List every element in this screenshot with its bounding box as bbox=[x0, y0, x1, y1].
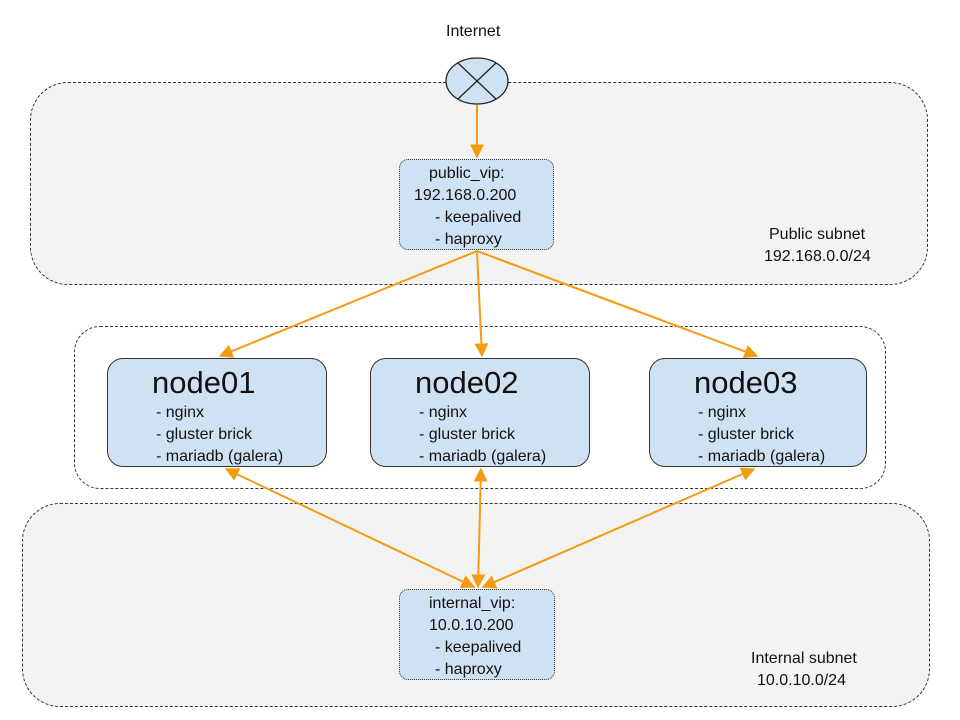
node-box: node03 - nginx - gluster brick - mariadb… bbox=[649, 358, 867, 467]
internal-subnet-cidr: 10.0.10.0/24 bbox=[757, 672, 846, 689]
node-service: - gluster brick bbox=[698, 426, 795, 443]
public-vip-title: public_vip: bbox=[429, 165, 505, 182]
public-vip-box: public_vip: 192.168.0.200 - keepalived -… bbox=[399, 159, 554, 250]
public-vip-ip: 192.168.0.200 bbox=[414, 187, 517, 204]
node-service: - mariadb (galera) bbox=[419, 448, 547, 465]
node01-internal-vip-arrow bbox=[224, 468, 476, 588]
node-title: node01 bbox=[152, 365, 256, 400]
internet-router-icon bbox=[445, 57, 509, 105]
node02-internal-vip-arrow bbox=[471, 467, 488, 589]
internal-vip-ip: 10.0.10.200 bbox=[429, 617, 514, 634]
internal-subnet-name: Internal subnet bbox=[751, 650, 857, 667]
internet-label: Internet bbox=[446, 23, 501, 40]
node-service: - mariadb (galera) bbox=[698, 448, 826, 465]
node03-internal-vip-arrow bbox=[481, 467, 756, 589]
public-vip-service: - haproxy bbox=[435, 231, 502, 248]
internal-vip-service: - haproxy bbox=[435, 661, 502, 678]
public-vip-service: - keepalived bbox=[435, 209, 522, 226]
node-service: - nginx bbox=[156, 404, 205, 421]
public-vip-to-node01-arrow bbox=[218, 250, 478, 358]
public-subnet-name: Public subnet bbox=[769, 226, 866, 243]
node-service: - gluster brick bbox=[156, 426, 253, 443]
node-service: - mariadb (galera) bbox=[156, 448, 284, 465]
public-vip-to-node02-arrow bbox=[474, 250, 489, 358]
internal-vip-box: internal_vip: 10.0.10.200 - keepalived -… bbox=[399, 589, 555, 680]
node-service: - nginx bbox=[698, 404, 747, 421]
internal-vip-service: - keepalived bbox=[435, 639, 522, 656]
node-box: node01 - nginx - gluster brick - mariadb… bbox=[107, 358, 327, 467]
internal-vip-title: internal_vip: bbox=[429, 595, 516, 612]
node-title: node02 bbox=[415, 365, 519, 400]
node-service: - gluster brick bbox=[419, 426, 516, 443]
node-title: node03 bbox=[694, 365, 798, 400]
node-service: - nginx bbox=[419, 404, 468, 421]
node-box: node02 - nginx - gluster brick - mariadb… bbox=[370, 358, 590, 467]
public-vip-to-node03-arrow bbox=[476, 250, 759, 359]
public-subnet-cidr: 192.168.0.0/24 bbox=[764, 248, 871, 265]
